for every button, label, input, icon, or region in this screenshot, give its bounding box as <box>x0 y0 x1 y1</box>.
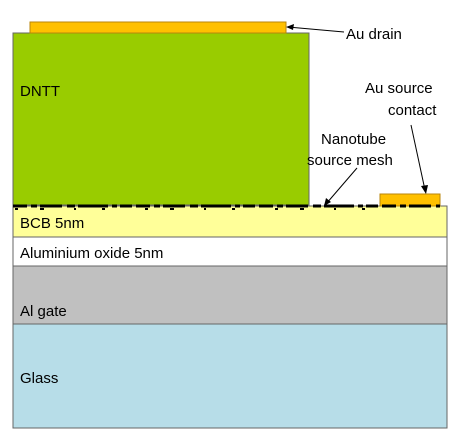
mesh-callout-line <box>325 167 358 205</box>
au-source-label-line2: contact <box>388 102 437 119</box>
source-callout-line <box>410 124 426 191</box>
al-gate-layer <box>12 265 448 325</box>
bcb-label: BCB 5nm <box>20 215 84 232</box>
drain-callout-line <box>287 26 345 33</box>
bcb-layer <box>12 205 448 238</box>
au-drain-label: Au drain <box>346 26 402 43</box>
glass-layer <box>12 323 448 429</box>
nanotube-label-line1: Nanotube <box>321 131 386 148</box>
au-drain-electrode <box>29 21 287 34</box>
glass-label: Glass <box>20 370 58 387</box>
al-gate-label: Al gate <box>20 303 67 320</box>
source-arrowhead <box>421 185 428 194</box>
callout-arrows <box>287 26 426 205</box>
au-source-contact <box>379 193 441 207</box>
dntt-label: DNTT <box>20 83 60 100</box>
mesh-arrowhead <box>324 198 331 206</box>
dntt-block <box>12 32 310 206</box>
callout-arrowheads <box>286 24 428 206</box>
au-source-label-line1: Au source <box>365 80 433 97</box>
nanotube-label-line2: source mesh <box>307 152 393 169</box>
aluminium-oxide-label: Aluminium oxide 5nm <box>20 245 163 262</box>
aluminium-oxide-layer <box>12 236 448 267</box>
drain-arrowhead <box>286 24 294 30</box>
